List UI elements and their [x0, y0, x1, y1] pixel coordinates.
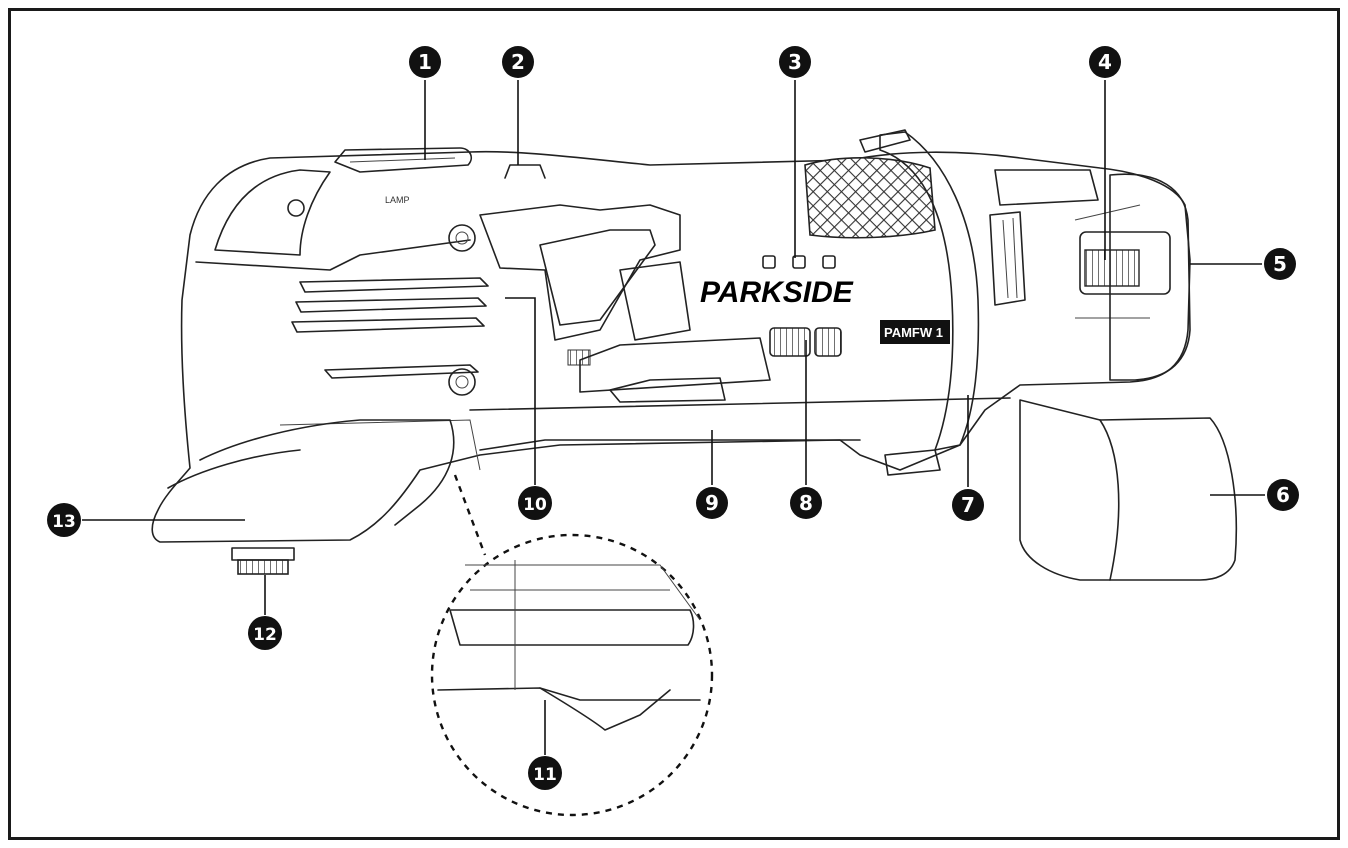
svg-text:5: 5 — [1273, 252, 1287, 276]
callout-6: 6 — [1267, 479, 1299, 511]
speed-dial — [769, 327, 842, 357]
callout-11: 11 — [528, 756, 562, 790]
battery-pack — [1019, 399, 1238, 581]
callout-7: 7 — [952, 489, 984, 521]
svg-text:3: 3 — [788, 50, 802, 74]
callout-13: 13 — [47, 503, 81, 537]
brand-logo: PARKSIDE — [700, 276, 854, 309]
svg-text:11: 11 — [533, 765, 557, 785]
callouts: 1 2 3 4 5 6 7 8 9 10 11 12 13 — [47, 46, 1299, 790]
svg-text:6: 6 — [1276, 483, 1290, 507]
svg-text:9: 9 — [705, 491, 719, 515]
housing-outline — [151, 150, 1191, 543]
on-off-switch — [334, 147, 472, 173]
callout-8: 8 — [790, 487, 822, 519]
callout-1: 1 — [409, 46, 441, 78]
svg-text:7: 7 — [961, 493, 975, 517]
callout-12: 12 — [248, 616, 282, 650]
clamp-nut — [231, 547, 295, 575]
callout-3: 3 — [779, 46, 811, 78]
svg-text:8: 8 — [799, 491, 813, 515]
belt-clip — [879, 131, 980, 451]
battery-release-button — [1074, 204, 1171, 319]
callout-5: 5 — [1264, 248, 1296, 280]
grip-knurl — [804, 157, 936, 239]
model-badge-text: PAMFW 1 — [884, 325, 943, 340]
callout-10: 10 — [518, 486, 552, 520]
svg-text:1: 1 — [418, 50, 432, 74]
callout-4: 4 — [1089, 46, 1121, 78]
battery-indicator — [762, 255, 836, 269]
svg-text:2: 2 — [511, 50, 525, 74]
housing-label-text: LAMP — [385, 195, 410, 205]
svg-text:12: 12 — [253, 625, 277, 645]
leader-lines — [82, 80, 1265, 755]
tool-body: LAMP PARKSIDE — [151, 129, 1238, 581]
front-vents — [291, 277, 489, 379]
model-badge — [880, 320, 950, 344]
callout-2: 2 — [502, 46, 534, 78]
svg-text:10: 10 — [523, 495, 547, 515]
diagram-frame — [8, 8, 1340, 840]
rear-vents — [989, 169, 1099, 306]
detail-inset — [430, 474, 714, 817]
callout-9: 9 — [696, 487, 728, 519]
svg-text:4: 4 — [1098, 50, 1112, 74]
svg-text:13: 13 — [52, 512, 76, 532]
